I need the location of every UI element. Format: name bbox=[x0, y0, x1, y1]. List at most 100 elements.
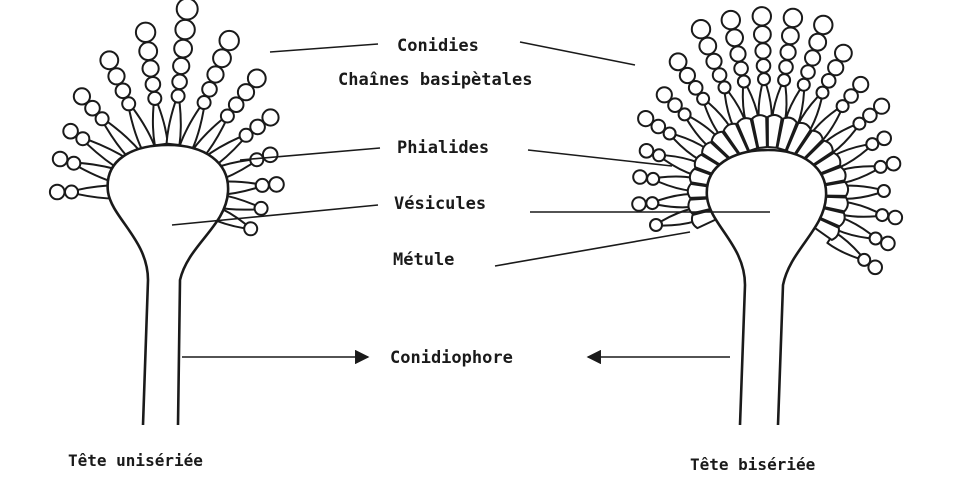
conidium-l7-0 bbox=[198, 96, 211, 109]
left-vesicle-and-stalk bbox=[108, 145, 228, 425]
conidium-l6-0 bbox=[172, 90, 185, 103]
conidium-r10-3 bbox=[782, 28, 799, 45]
conidium-r3-0 bbox=[653, 149, 665, 161]
conidium-r1-0 bbox=[646, 197, 658, 209]
conidium-r8-2 bbox=[730, 46, 745, 61]
conidium-r8-4 bbox=[722, 11, 740, 29]
conidium-r20-1 bbox=[868, 261, 882, 275]
conidium-l12-0 bbox=[255, 202, 268, 215]
label-vesicules: Vésicules bbox=[394, 194, 486, 214]
conidium-r12-3 bbox=[835, 45, 852, 62]
conidium-r12-1 bbox=[822, 74, 836, 88]
conidium-r2-0 bbox=[647, 173, 659, 185]
conidium-r2-1 bbox=[633, 170, 647, 184]
conidium-l4-2 bbox=[108, 68, 124, 84]
caption-biseriate: Tête bisériée bbox=[690, 455, 815, 474]
conidium-r9-4 bbox=[753, 7, 771, 25]
conidium-r6-3 bbox=[670, 53, 687, 70]
conidium-r7-1 bbox=[713, 68, 727, 82]
conidium-l11-1 bbox=[269, 177, 284, 192]
conidium-r11-2 bbox=[805, 50, 820, 65]
conidium-r16-0 bbox=[875, 161, 887, 173]
leader-metule bbox=[495, 232, 690, 266]
conidium-r11-4 bbox=[814, 16, 832, 34]
conidium-r8-3 bbox=[726, 29, 743, 46]
conidium-l6-3 bbox=[174, 40, 192, 58]
conidium-r10-0 bbox=[778, 74, 790, 86]
conidium-r15-0 bbox=[866, 138, 878, 150]
phialide-l6 bbox=[167, 102, 181, 145]
conidium-r10-4 bbox=[784, 9, 802, 27]
conidium-l0-0 bbox=[65, 186, 78, 199]
label-conidiophore: Conidiophore bbox=[390, 348, 513, 368]
conidium-r18-1 bbox=[889, 211, 903, 225]
conidium-r7-4 bbox=[692, 20, 710, 38]
leader-conidies-left bbox=[270, 44, 378, 52]
conidium-l7-3 bbox=[213, 49, 231, 67]
conidium-l4-0 bbox=[122, 97, 135, 110]
conidium-r12-2 bbox=[828, 60, 843, 75]
conidium-l1-0 bbox=[67, 157, 80, 170]
conidium-r1-1 bbox=[632, 197, 646, 211]
conidium-l6-2 bbox=[173, 58, 189, 74]
conidium-l7-1 bbox=[202, 82, 217, 97]
conidium-l3-2 bbox=[74, 88, 90, 104]
conidium-r0-0 bbox=[650, 219, 662, 231]
conidium-l8-3 bbox=[248, 70, 266, 88]
conidium-r9-0 bbox=[758, 73, 770, 85]
conidium-r8-1 bbox=[734, 62, 748, 76]
conidium-l5-4 bbox=[136, 23, 155, 42]
label-metule: Métule bbox=[393, 250, 454, 270]
conidium-r9-3 bbox=[754, 26, 771, 43]
conidium-l7-2 bbox=[207, 66, 223, 82]
conidium-l6-5 bbox=[177, 0, 198, 20]
conidium-l5-3 bbox=[139, 42, 157, 60]
conidium-r9-1 bbox=[757, 59, 771, 73]
biseriate-head bbox=[632, 7, 902, 425]
label-phialides: Phialides bbox=[397, 138, 489, 158]
conidium-l13-0 bbox=[244, 222, 257, 235]
conidium-r16-1 bbox=[887, 157, 901, 171]
conidium-l5-2 bbox=[143, 60, 159, 76]
conidium-r19-1 bbox=[881, 237, 895, 251]
conidium-l9-2 bbox=[262, 109, 278, 125]
conidium-r11-1 bbox=[801, 65, 815, 79]
conidium-l10-1 bbox=[263, 148, 278, 163]
conidium-r3-1 bbox=[640, 144, 654, 158]
conidium-l2-1 bbox=[63, 124, 78, 139]
conidium-r11-3 bbox=[809, 34, 826, 51]
conidium-l5-0 bbox=[148, 92, 161, 105]
conidium-r9-2 bbox=[755, 43, 770, 58]
leader-conidies-right bbox=[520, 42, 635, 65]
conidium-r10-1 bbox=[779, 60, 793, 74]
conidium-r12-0 bbox=[817, 87, 829, 99]
conidium-r7-0 bbox=[719, 81, 731, 93]
conidium-l6-4 bbox=[175, 20, 194, 39]
conidium-r17-0 bbox=[878, 185, 890, 197]
right-vesicle-and-stalk bbox=[707, 150, 826, 425]
conidium-l11-0 bbox=[256, 179, 269, 192]
conidium-l4-3 bbox=[100, 51, 118, 69]
uniseriate-head bbox=[50, 0, 284, 425]
conidium-r5-2 bbox=[657, 87, 672, 102]
conidium-r11-0 bbox=[798, 79, 810, 91]
conidium-r15-1 bbox=[877, 132, 891, 146]
conidium-r14-2 bbox=[874, 99, 889, 114]
conidium-l1-1 bbox=[53, 152, 68, 167]
conidium-r7-3 bbox=[699, 38, 716, 55]
conidium-r8-0 bbox=[738, 76, 750, 88]
conidium-l6-1 bbox=[172, 75, 187, 90]
caption-uniseriate: Tête unisériée bbox=[68, 451, 203, 470]
conidium-r4-2 bbox=[638, 111, 653, 126]
conidium-r18-0 bbox=[876, 209, 888, 221]
conidium-r10-2 bbox=[781, 45, 796, 60]
conidium-r7-2 bbox=[706, 54, 721, 69]
conidium-r13-2 bbox=[853, 77, 868, 92]
conidium-l4-1 bbox=[116, 84, 131, 99]
conidium-r19-0 bbox=[870, 233, 882, 245]
label-conidies: Conidies bbox=[397, 36, 479, 56]
conidium-l0-1 bbox=[50, 185, 65, 200]
phialide-l5 bbox=[153, 105, 168, 146]
